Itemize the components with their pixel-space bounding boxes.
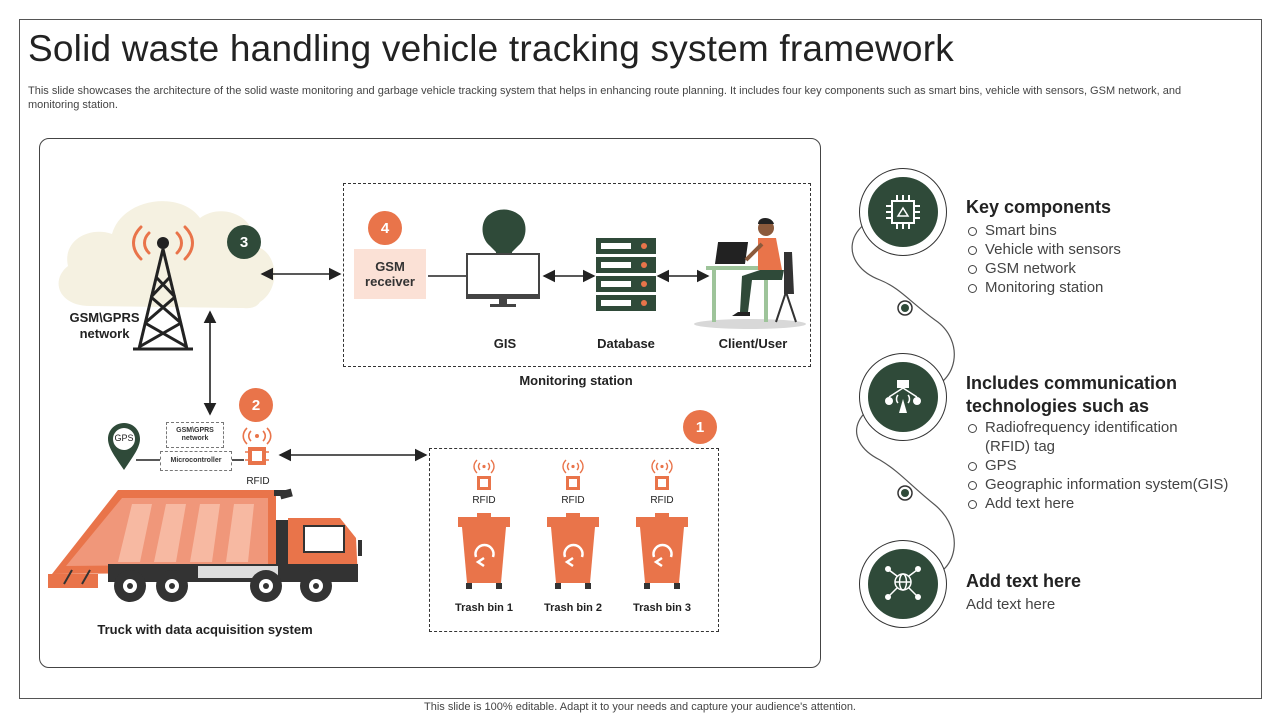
monitoring-station-label: Monitoring station	[519, 373, 633, 388]
tower-label-line-1: GSM\GPRS	[69, 310, 140, 325]
list-item: Vehicle with sensors	[966, 240, 1121, 259]
timeline-path	[851, 209, 955, 581]
page-subtitle: This slide showcases the architecture of…	[28, 85, 1182, 111]
gsm-module-line-1: GSM\GPRS	[176, 427, 214, 434]
tower-label-line-2: network	[79, 326, 130, 341]
tower-label: GSM\GPRS network	[52, 310, 157, 342]
cell-tower-icon	[132, 225, 194, 351]
list-item: Monitoring station	[966, 278, 1121, 297]
gsm-module-line-2: network	[181, 435, 209, 442]
cloud-shape	[58, 201, 275, 309]
chip-icon	[242, 427, 272, 465]
communication-list: Radiofrequency identification (RFID) tag…	[966, 418, 1228, 513]
gps-pin-icon	[108, 423, 140, 470]
bin-label: Trash bin 3	[632, 602, 692, 614]
truck-label: Truck with data acquisition system	[97, 622, 313, 637]
chip-icon	[651, 459, 673, 490]
key-components-title: Key components	[966, 197, 1112, 217]
chip-icon	[886, 195, 920, 229]
rfid-line-2: (RFID) tag	[985, 438, 1056, 455]
monitoring-station-box	[343, 183, 811, 367]
recycle-icon	[652, 543, 673, 568]
list-item: Smart bins	[966, 221, 1121, 240]
bin-rfid-label: RFID	[650, 495, 674, 506]
recycle-icon	[563, 543, 584, 568]
add-text-body: Add text here	[966, 596, 1056, 613]
communication-circle	[859, 353, 947, 441]
chip-icon	[473, 459, 495, 490]
monitor-icon	[466, 209, 540, 307]
gis-label: GIS	[493, 336, 517, 351]
list-item: Add text here	[966, 494, 1228, 513]
communication-title-line-1: Includes communication	[966, 373, 1178, 393]
bin-label: Trash bin 1	[454, 602, 514, 614]
microcontroller-module: Microcontroller	[160, 451, 232, 471]
add-text-circle	[859, 540, 947, 628]
trash-bin-icon	[636, 513, 688, 589]
network-icon	[885, 380, 921, 413]
key-components-circle	[859, 168, 947, 256]
slide-frame	[19, 19, 1262, 699]
truck-icon	[48, 490, 362, 602]
gsm-gprs-module: GSM\GPRS network	[166, 422, 224, 448]
trash-bins-box	[429, 448, 719, 632]
page-title: Solid waste handling vehicle tracking sy…	[28, 28, 954, 69]
truck-rfid-label: RFID	[246, 476, 270, 487]
gsm-receiver-line-2: receiver	[365, 274, 415, 289]
bin-rfid-label: RFID	[472, 495, 496, 506]
badge-3: 3	[227, 225, 261, 259]
server-rack-icon	[596, 238, 656, 311]
gps-label: GPS	[114, 433, 134, 443]
list-item: Radiofrequency identification (RFID) tag	[966, 418, 1228, 456]
microcontroller-label: Microcontroller	[170, 457, 222, 464]
key-components-list: Smart bins Vehicle with sensors GSM netw…	[966, 221, 1121, 297]
architecture-diagram	[39, 138, 821, 668]
recycle-icon	[474, 543, 495, 568]
chip-icon	[562, 459, 584, 490]
badge-4: 4	[368, 211, 402, 245]
footer-note: This slide is 100% editable. Adapt it to…	[424, 701, 856, 713]
bin-rfid-label: RFID	[561, 495, 585, 506]
badge-1: 1	[683, 410, 717, 444]
camera-icon	[279, 488, 293, 500]
trash-bin-icon	[458, 513, 510, 589]
communication-title: Includes communication technologies such…	[966, 372, 1177, 418]
bin-label: Trash bin 2	[543, 602, 603, 614]
client-label: Client/User	[718, 336, 788, 351]
list-item: Geographic information system(GIS)	[966, 475, 1228, 494]
list-item: GPS	[966, 456, 1228, 475]
communication-title-line-2: technologies such as	[966, 396, 1150, 416]
trash-bin-icon	[547, 513, 599, 589]
gsm-receiver-line-1: GSM	[375, 259, 405, 274]
add-text-title: Add text here	[966, 571, 1082, 591]
list-item: GSM network	[966, 259, 1121, 278]
globe-network-icon	[885, 566, 921, 600]
badge-2: 2	[239, 388, 273, 422]
rfid-line-1: Radiofrequency identification	[985, 419, 1178, 436]
gsm-receiver-box: GSM receiver	[354, 249, 426, 299]
person-laptop-icon	[694, 218, 806, 329]
database-label: Database	[597, 336, 655, 351]
